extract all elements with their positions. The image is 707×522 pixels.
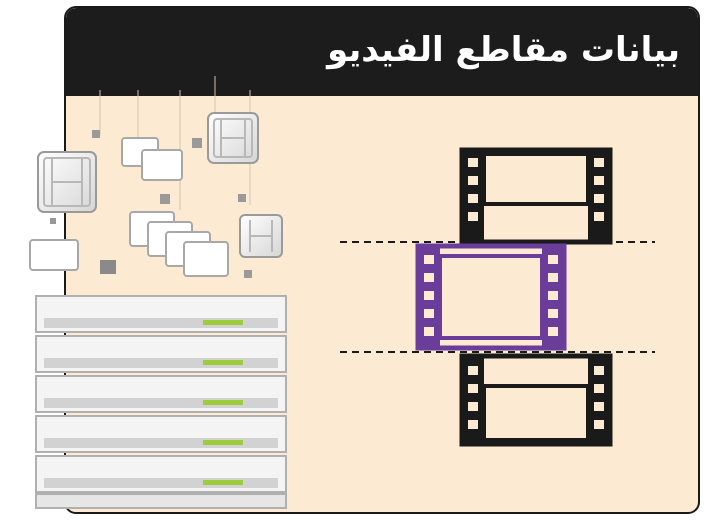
server-unit: [35, 375, 287, 413]
film-frame-top: [459, 147, 613, 245]
film-frame-highlighted: [415, 243, 567, 351]
floating-film-icon: [239, 214, 283, 258]
panel-title: بيانات مقاطع الفيديو: [327, 30, 680, 70]
panel-header: بيانات مقاطع الفيديو: [66, 8, 698, 96]
server-unit: [35, 415, 287, 453]
server-stack: [35, 295, 287, 509]
floating-film-fragments: [29, 112, 283, 278]
floating-film-icon: [37, 151, 97, 213]
server-unit: [35, 455, 287, 493]
server-unit: [35, 295, 287, 333]
film-frame-bottom: [459, 353, 613, 447]
floating-film-icon: [207, 112, 259, 164]
server-unit: [35, 335, 287, 373]
